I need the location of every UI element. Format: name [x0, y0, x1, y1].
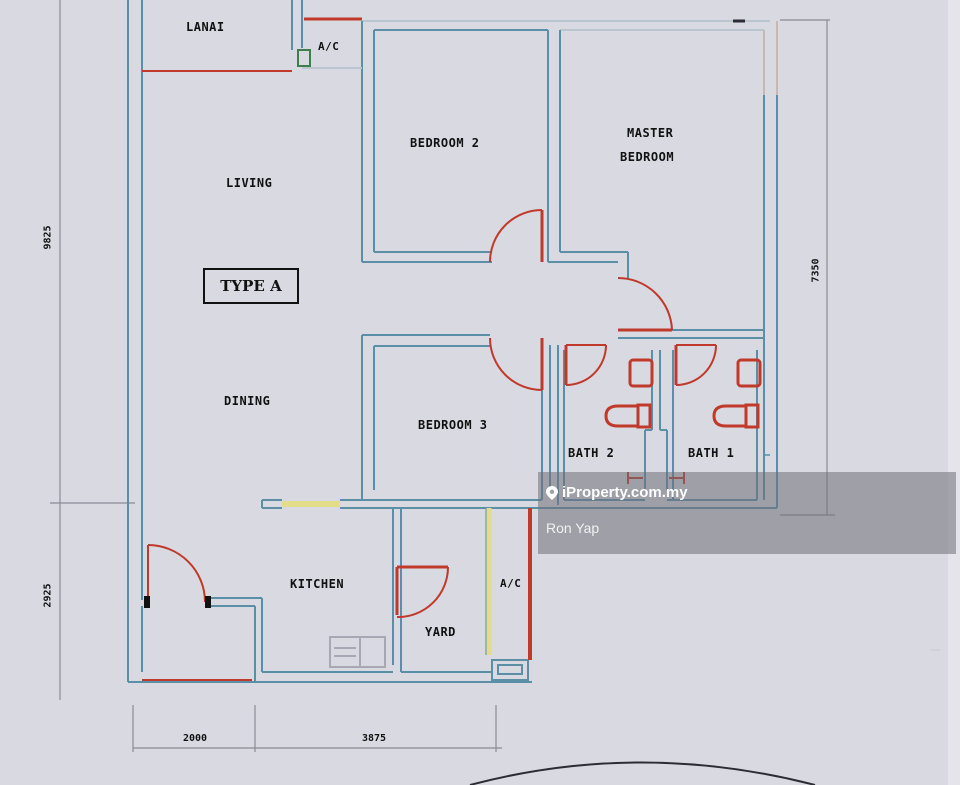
dimension-right: 7350	[810, 258, 822, 283]
room-label-kitchen: KITCHEN	[290, 577, 345, 591]
room-label-living: LIVING	[226, 176, 273, 190]
room-label-yard: YARD	[425, 625, 456, 639]
kitchen-sink	[329, 636, 386, 668]
photo-edge	[948, 0, 960, 785]
watermark-overlay: iProperty.com.my Ron Yap	[538, 472, 956, 554]
room-label-ac-yard: A/C	[500, 577, 522, 590]
doors	[144, 209, 717, 619]
location-pin-icon	[546, 485, 558, 500]
room-label-bath-1: BATH 1	[688, 446, 735, 460]
room-label-bedroom-2: BEDROOM 2	[410, 136, 480, 150]
room-label-lanai: LANAI	[186, 20, 225, 34]
room-label-ac-top: A/C	[318, 40, 340, 53]
dimension-bottom-right: 3875	[362, 733, 387, 744]
unit-type-box: TYPE A	[203, 268, 299, 304]
dimension-left-lower: 2925	[42, 583, 54, 608]
dimension-bottom-left: 2000	[183, 733, 208, 744]
room-label-bath-2: BATH 2	[568, 446, 615, 460]
watermark-author: Ron Yap	[546, 520, 600, 536]
curved-line	[469, 761, 816, 785]
watermark-brand: iProperty.com.my	[546, 484, 688, 501]
room-label-master-line2: BEDROOM	[620, 150, 675, 164]
room-label-dining: DINING	[224, 394, 271, 408]
room-label-bedroom-3: BEDROOM 3	[418, 418, 488, 432]
room-label-master-line1: MASTER	[627, 126, 674, 140]
dimension-left-upper: 9825	[42, 225, 54, 250]
watermark-brand-text: iProperty.com.my	[562, 484, 688, 501]
